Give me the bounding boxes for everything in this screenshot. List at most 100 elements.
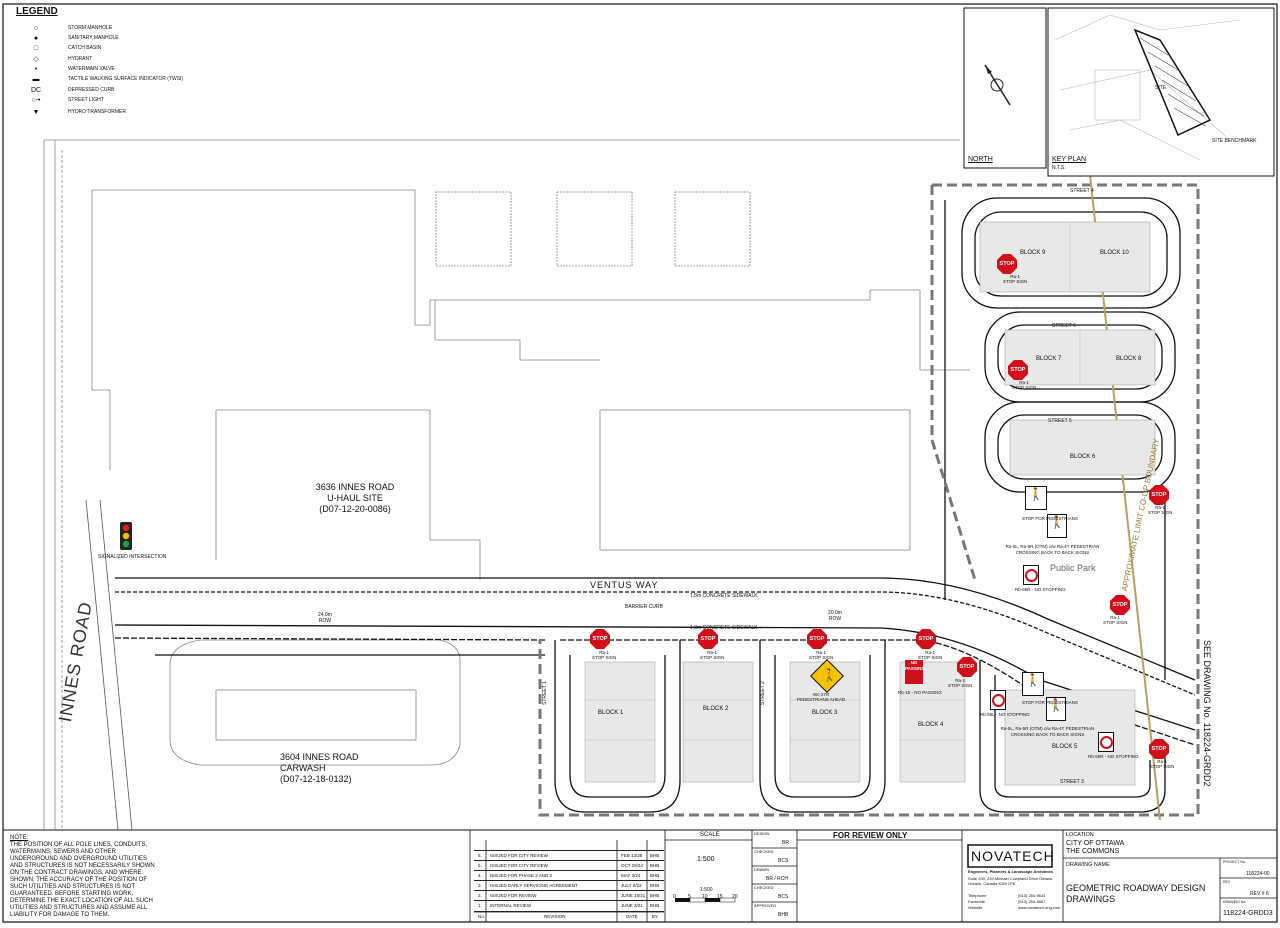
drawing-no-label: DRAWING No. [1223, 900, 1247, 904]
block-label: BLOCK 1 [598, 710, 624, 716]
project-no-value: 118224-00 [1246, 871, 1270, 877]
uhaul-site-label: 3636 INNES ROAD U-HAUL SITE (D07-12-20-0… [315, 482, 395, 514]
checked-label: CHECKED [754, 849, 774, 854]
stop-for-pedestrians-note: STOP FOR PEDESTRIANS [1022, 516, 1078, 521]
scale-tick: 15 [717, 894, 723, 900]
sidewalk-north-label: 1.8m CONCRETE SIDEWALK [690, 593, 758, 599]
company-address: Suite 200, 240 Michael Cowpland Drive Ot… [968, 876, 1053, 886]
stop-sign-icon: STOP [1008, 360, 1028, 380]
twsi-icon: ▬ [32, 75, 40, 83]
novatech-logo-frame [967, 844, 1053, 868]
stop-sign-icon: STOP [997, 254, 1017, 274]
hydro-transformer-icon: ▼ [32, 108, 40, 116]
block-label: BLOCK 5 [1052, 744, 1078, 750]
legend-item: •WATERMAIN VALVE [28, 65, 115, 73]
website-label: Website [968, 905, 983, 910]
stop-sign-icon: STOP [698, 629, 718, 649]
stop-sign-icon: STOP [1149, 739, 1169, 759]
location-city: CITY OF OTTAWA [1066, 840, 1125, 847]
no-stopping-sign-icon [1098, 732, 1114, 752]
scale-tick: 5 [688, 894, 691, 900]
scale-tick: 0 [673, 894, 676, 900]
sanitary-manhole-icon: ● [33, 34, 39, 42]
facsimile-value: (613) 254-5867 [1018, 899, 1046, 904]
block-label: BLOCK 7 [1036, 356, 1062, 362]
street-3-label: STREET 3 [1060, 779, 1084, 785]
signalized-intersection-label: SIGNALIZED INTERSECTION [98, 554, 167, 560]
see-drawing-label: SEE DRAWING No. 118224-GRDD2 [1202, 640, 1212, 787]
no-stopping-sign-icon [990, 690, 1006, 710]
drawing-name-line2: DRAWINGS [1066, 894, 1116, 904]
block-hatch [585, 222, 1081, 741]
key-plan-site [1133, 28, 1212, 137]
drawn-label: DRAWN [754, 867, 769, 872]
stop-sign-icon: STOP [807, 629, 827, 649]
row-24-label: 24.0m ROW [318, 612, 332, 624]
company-logo: NOVATECH [971, 848, 1055, 864]
note-block: NOTE: THE POSITION OF ALL POLE LINES, CO… [10, 835, 155, 918]
stop-sign-icon: STOP [590, 629, 610, 649]
designed-label: DESIGN [754, 831, 770, 836]
legend-item: ○-•STREET LIGHT [28, 96, 103, 104]
pedestrian-glyph-icon: 🚶 [822, 668, 837, 682]
street-5-label: STREET 5 [1048, 418, 1072, 424]
no-stopping-note: Rb-55L - NO STOPPING [980, 712, 1030, 717]
title-block-lines [469, 830, 1277, 922]
legend-item: ○STORM MANHOLE [28, 24, 112, 32]
stop-sign-icon: STOP [957, 657, 977, 677]
sidewalk-south-label: 1.8m CONCRETE SIDEWALK [690, 625, 758, 631]
drawing-no-value: 118224-GRDD3 [1223, 910, 1273, 917]
block-label: BLOCK 4 [918, 722, 944, 728]
ped-crossing-note: Ra-5L, Ra-5R (OTM) c/w Ra-4T PEDESTRIAN … [1000, 726, 1095, 737]
property-limit [538, 183, 1200, 817]
existing-features [43, 139, 970, 830]
pedestrian-crossing-icon: 🚶 [1025, 486, 1047, 510]
checked-value: BCS [778, 858, 789, 864]
designed-value: BR [782, 840, 789, 846]
pedestrian-crossing-icon: 🚶 [1046, 697, 1066, 721]
hydrant-icon: ◇ [33, 56, 39, 63]
legend-item: ●SANITARY MANHOLE [28, 34, 119, 42]
key-plan-map [1054, 14, 1241, 161]
no-passing-sign-icon: NO PASSING [905, 660, 925, 684]
drawing-name-label: DRAWING NAME [1066, 862, 1110, 868]
no-stopping-note: Rb-55R - NO STOPPING [1088, 754, 1139, 759]
checked2-label: CHECKED [754, 885, 774, 890]
key-plan-scale: N.T.S. [1052, 165, 1066, 171]
ped-crossing-note: Ra-5L, Ra-5R (OTM) c/w Ra-4T PEDESTRIAN … [1005, 544, 1100, 555]
north-label: NORTH [968, 156, 993, 163]
scale-bar [675, 897, 736, 903]
legend-item: ◇HYDRANT [28, 55, 92, 63]
company-tagline: Engineers, Planners & Landscape Architec… [968, 869, 1053, 874]
block-label: BLOCK 8 [1116, 356, 1142, 362]
row-20-label: 20.0m ROW [828, 610, 842, 622]
scale-tick: 10 [702, 894, 708, 900]
north-arrow-icon [984, 64, 1011, 106]
scale-label: SCALE [700, 832, 720, 838]
street-light-icon: ○-• [31, 96, 41, 104]
checked2-value: BCS [778, 894, 789, 900]
block-label: BLOCK 2 [703, 706, 729, 712]
block-label: BLOCK 10 [1100, 250, 1129, 256]
depressed-curb-icon: DC [30, 86, 42, 94]
drawn-value: BR / RCH [766, 876, 788, 882]
stop-for-pedestrians-note: STOP FOR PEDESTRIANS [1022, 700, 1078, 705]
stop-sign-icon: STOP [916, 629, 936, 649]
watermain-valve-icon: • [34, 65, 38, 73]
website-value: www.novatech-eng.com [1018, 905, 1061, 910]
no-stopping-sign-icon [1023, 565, 1039, 585]
no-passing-note: Rb-15 - NO PASSING [898, 690, 942, 695]
key-plan-site-hatch [1139, 37, 1207, 127]
barrier-curb-label: BARRIER CURB [625, 604, 663, 610]
